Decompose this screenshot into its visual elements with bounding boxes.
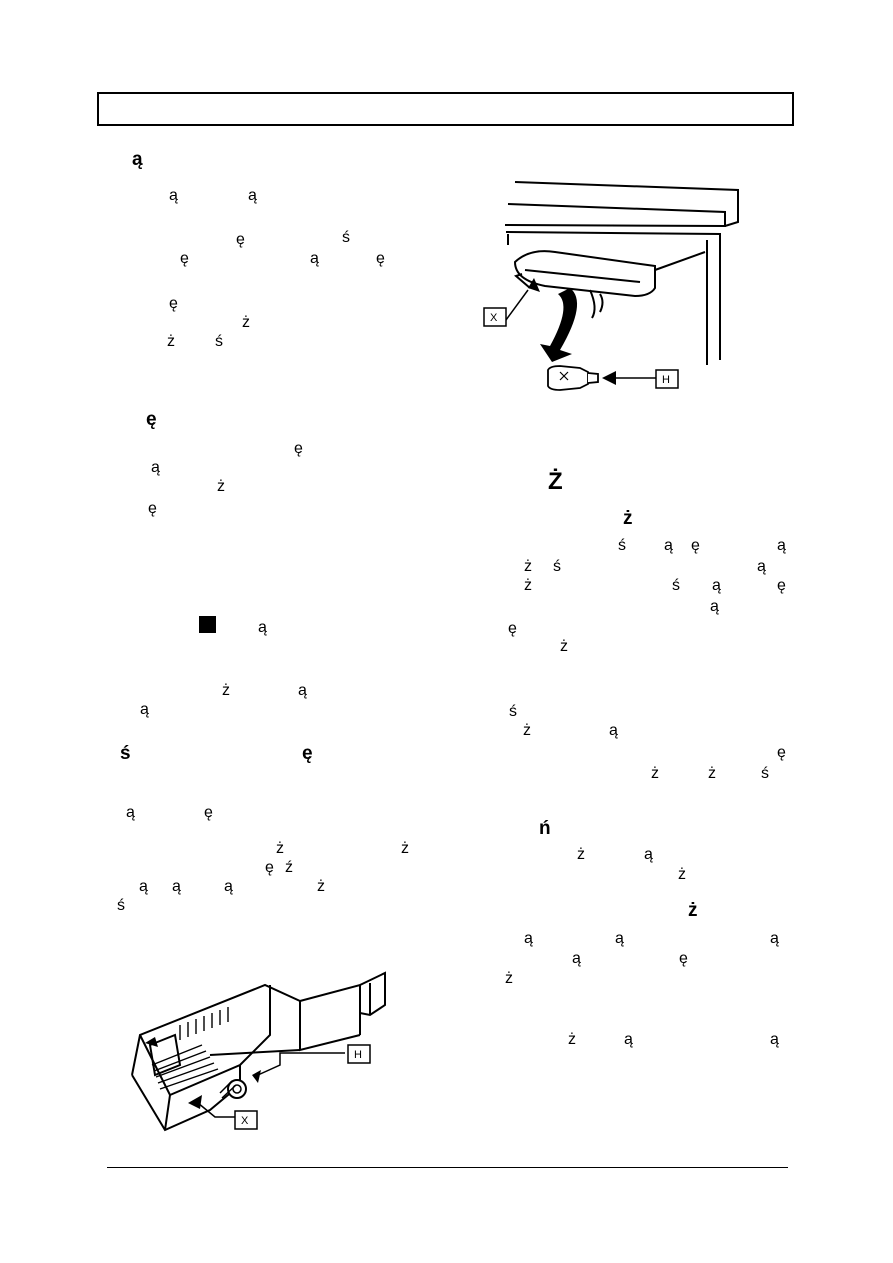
heading-glyph: ś (120, 743, 131, 764)
text-glyph: ę (180, 250, 189, 267)
text-glyph: ż (276, 840, 284, 857)
text-glyph: ę (508, 620, 517, 637)
heading-glyph: ż (688, 900, 698, 921)
text-glyph: ś (215, 333, 223, 350)
text-glyph: ś (509, 703, 517, 720)
text-glyph: ą (310, 250, 319, 267)
text-glyph: ą (139, 878, 148, 895)
text-glyph: ę (294, 440, 303, 457)
text-glyph: ę (204, 804, 213, 821)
text-glyph: ą (572, 950, 581, 967)
text-glyph: ż (167, 333, 175, 350)
text-glyph: ż (505, 970, 513, 987)
text-glyph: ą (770, 930, 779, 947)
label-h-top: H (662, 374, 670, 386)
text-glyph: ą (770, 1031, 779, 1048)
text-glyph: ę (691, 537, 700, 554)
header-box (97, 92, 794, 126)
text-glyph: ą (644, 846, 653, 863)
text-glyph: ż (678, 866, 686, 883)
text-glyph: ż (217, 478, 225, 495)
text-glyph: ę (679, 950, 688, 967)
text-glyph: ą (258, 619, 267, 636)
black-square-symbol (199, 616, 216, 633)
text-glyph: ą (169, 187, 178, 204)
heading-glyph: Ż (548, 468, 563, 495)
text-glyph: ą (757, 558, 766, 575)
label-x-bottom: X (241, 1115, 249, 1127)
heading-glyph: ż (623, 508, 633, 529)
text-glyph: ą (126, 804, 135, 821)
footer-rule (107, 1167, 788, 1168)
text-glyph: ą (248, 187, 257, 204)
heading-glyph: ą (132, 149, 143, 170)
text-glyph: ś (117, 897, 125, 914)
text-glyph: ź (285, 859, 293, 876)
text-glyph: ż (560, 638, 568, 655)
text-glyph: ą (524, 930, 533, 947)
text-glyph: ż (317, 878, 325, 895)
text-glyph: ś (672, 577, 680, 594)
heading-glyph: ń (539, 818, 551, 839)
text-glyph: ż (577, 846, 585, 863)
lamp-cover-illustration: H X (131, 971, 386, 1132)
text-glyph: ą (710, 598, 719, 615)
text-glyph: ę (265, 859, 274, 876)
text-glyph: ś (342, 229, 350, 246)
text-glyph: ż (523, 722, 531, 739)
text-glyph: ż (242, 314, 250, 331)
text-glyph: ą (615, 930, 624, 947)
text-glyph: ż (568, 1031, 576, 1048)
lamp-removal-illustration: X H (483, 181, 739, 391)
text-glyph: ą (151, 459, 160, 476)
heading-glyph: ę (302, 743, 313, 764)
text-glyph: ś (553, 558, 561, 575)
text-glyph: ż (524, 577, 532, 594)
heading-glyph: ę (146, 409, 157, 430)
text-glyph: ę (376, 250, 385, 267)
text-glyph: ę (777, 744, 786, 761)
text-glyph: ś (618, 537, 626, 554)
text-glyph: ą (224, 878, 233, 895)
text-glyph: ż (401, 840, 409, 857)
text-glyph: ą (609, 722, 618, 739)
text-glyph: ż (222, 682, 230, 699)
text-glyph: ż (524, 558, 532, 575)
text-glyph: ę (777, 577, 786, 594)
text-glyph: ę (236, 231, 245, 248)
text-glyph: ę (169, 295, 178, 312)
text-glyph: ą (777, 537, 786, 554)
label-h-bottom: H (354, 1049, 362, 1061)
text-glyph: ę (148, 500, 157, 517)
text-glyph: ż (708, 765, 716, 782)
text-glyph: ą (172, 878, 181, 895)
text-glyph: ś (761, 765, 769, 782)
text-glyph: ą (298, 682, 307, 699)
text-glyph: ą (712, 577, 721, 594)
text-glyph: ą (140, 701, 149, 718)
text-glyph: ż (651, 765, 659, 782)
text-glyph: ą (664, 537, 673, 554)
text-glyph: ą (624, 1031, 633, 1048)
label-x-top: X (490, 312, 498, 324)
